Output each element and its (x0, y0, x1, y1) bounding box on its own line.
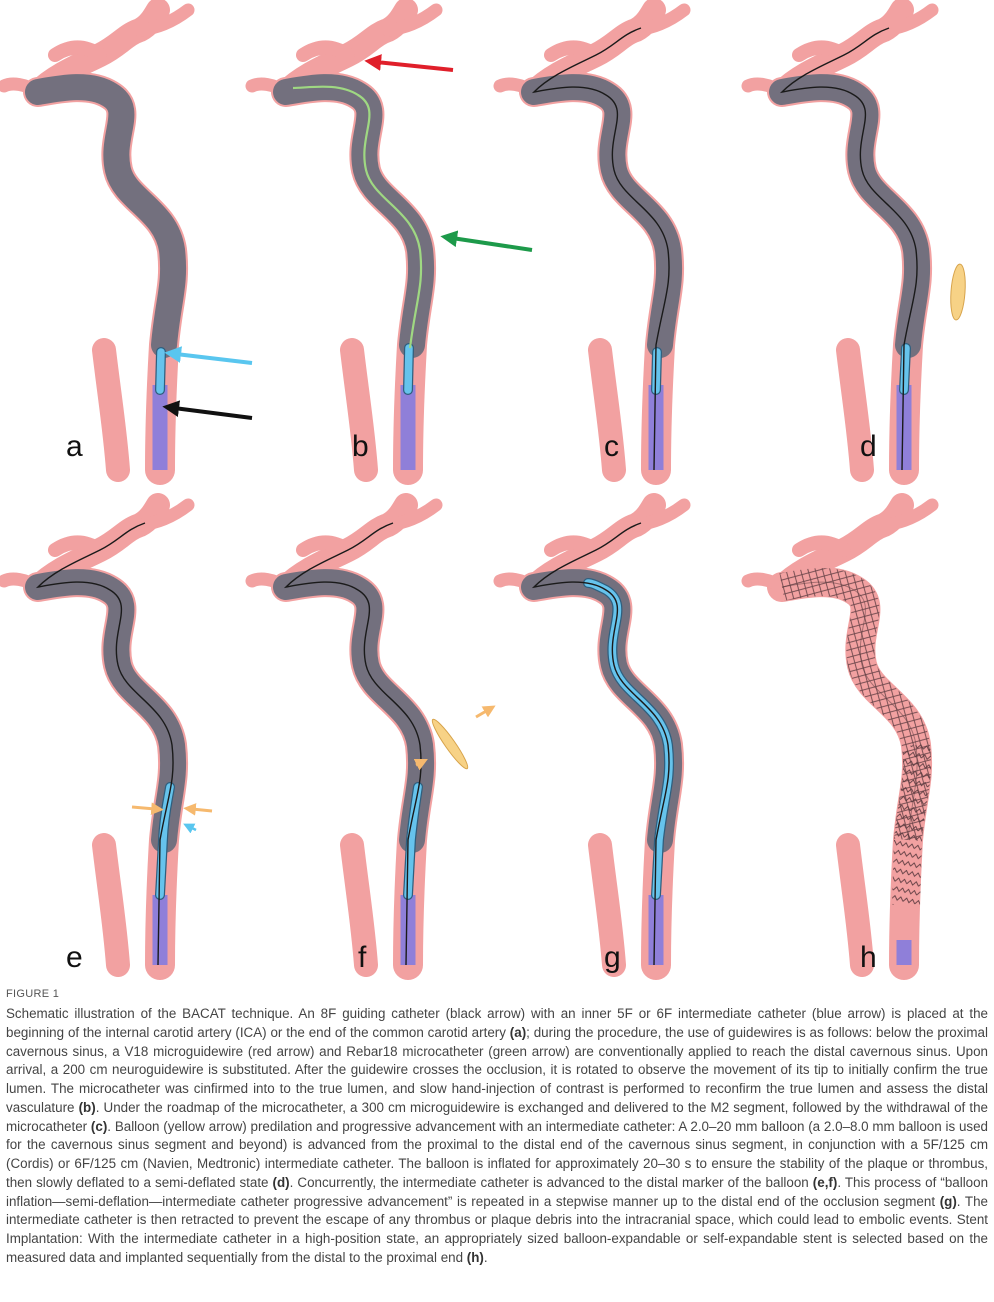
branch-vessel (296, 535, 355, 557)
caption-text: . The intermediate catheter is then retr… (6, 1193, 988, 1265)
panel-h (741, 493, 939, 980)
external-carotid-branch (836, 338, 874, 482)
caption-text: Schematic illustration of the BACAT tech… (6, 1006, 988, 1040)
stent-outline (781, 581, 918, 841)
branch-vessel (877, 3, 939, 37)
panel-b (245, 0, 533, 485)
caption-panel-ref: (c) (90, 1118, 108, 1134)
caption-text: . Under the roadmap of the microcatheter… (6, 1099, 988, 1134)
branch-vessel (381, 498, 443, 532)
panel-label-e: e (66, 941, 83, 974)
panel-label-f: f (358, 941, 367, 974)
intermediate-catheter-arrow (164, 346, 253, 365)
figure-number: FIGURE 1 (6, 988, 60, 1000)
occluded-segment (25, 74, 187, 358)
branch-vessel (792, 535, 851, 557)
panel-e (0, 493, 213, 980)
external-carotid-branch (340, 338, 378, 482)
caption-panel-ref: (g) (939, 1193, 957, 1209)
external-carotid-branch (340, 833, 378, 977)
intermediate-catheter (652, 348, 661, 394)
microguidewire-arrow (364, 54, 454, 72)
guidewire (531, 522, 670, 966)
branch-vessel (629, 498, 691, 532)
microcatheter (292, 85, 423, 349)
guidewire (531, 27, 670, 471)
caption-panel-ref: (b) (78, 1099, 96, 1115)
branch-vessel (741, 572, 789, 594)
external-carotid-branch (836, 833, 874, 977)
panel-g (493, 493, 691, 980)
branch-vessel (48, 535, 107, 557)
guidewire (779, 27, 918, 471)
intermediate-catheter (156, 348, 165, 394)
advance-arrow (183, 823, 197, 834)
stent-zigzag (892, 743, 932, 906)
guiding-catheter-arrow (162, 400, 253, 420)
panel-label-g: g (604, 941, 621, 974)
panel-label-c: c (604, 430, 619, 463)
expansion-arrow (413, 759, 428, 771)
branch-vessel (296, 40, 355, 62)
external-carotid-branch (588, 338, 626, 482)
intermediate-catheter (900, 344, 910, 394)
panel-label-b: b (352, 430, 369, 463)
panel-label-a: a (66, 430, 83, 463)
panel-a (0, 0, 253, 485)
intermediate-catheter (404, 344, 413, 394)
panel-f (245, 493, 496, 980)
caption-text: . Balloon (yellow arrow) predilation and… (6, 1118, 988, 1190)
branch-vessel (133, 3, 195, 37)
branch-vessel (381, 3, 443, 37)
branch-vessel (544, 40, 603, 62)
caption-panel-ref: (d) (272, 1174, 290, 1190)
expansion-arrow (475, 705, 496, 719)
panel-label-d: d (860, 430, 877, 463)
external-carotid-branch (92, 338, 130, 482)
compression-arrow (131, 802, 164, 815)
guidewire (283, 522, 422, 966)
caption-panel-ref: (a) (509, 1024, 527, 1040)
balloon (431, 718, 469, 770)
panel-c (493, 0, 691, 485)
panel-d (741, 0, 966, 485)
branch-vessel (629, 3, 691, 37)
caption-panel-ref: (h) (466, 1249, 484, 1265)
guidewire (35, 522, 174, 966)
middle-cerebral-artery (274, 0, 418, 104)
caption-text: . This process of “balloon inflation—sem… (6, 1174, 989, 1209)
external-carotid-branch (588, 833, 626, 977)
balloon (950, 263, 966, 321)
branch-vessel (48, 40, 107, 62)
branch-vessel (792, 40, 851, 62)
caption-text: . (483, 1249, 488, 1265)
middle-cerebral-artery (26, 0, 170, 104)
caption-text: ; during the procedure, the use of guide… (6, 1024, 988, 1115)
caption-text: . Concurrently, the intermediate cathete… (289, 1174, 813, 1190)
branch-vessel (877, 498, 939, 532)
compression-arrow (183, 803, 213, 816)
panel-label-h: h (860, 941, 877, 974)
branch-vessel (133, 498, 195, 532)
caption-panel-ref: (e,f) (812, 1174, 838, 1190)
middle-cerebral-artery (770, 493, 914, 599)
figure-caption: Schematic illustration of the BACAT tech… (6, 1005, 988, 1268)
microcatheter-arrow (440, 230, 533, 252)
bacat-schematic-figure (0, 0, 966, 980)
external-carotid-branch (92, 833, 130, 977)
branch-vessel (544, 535, 603, 557)
